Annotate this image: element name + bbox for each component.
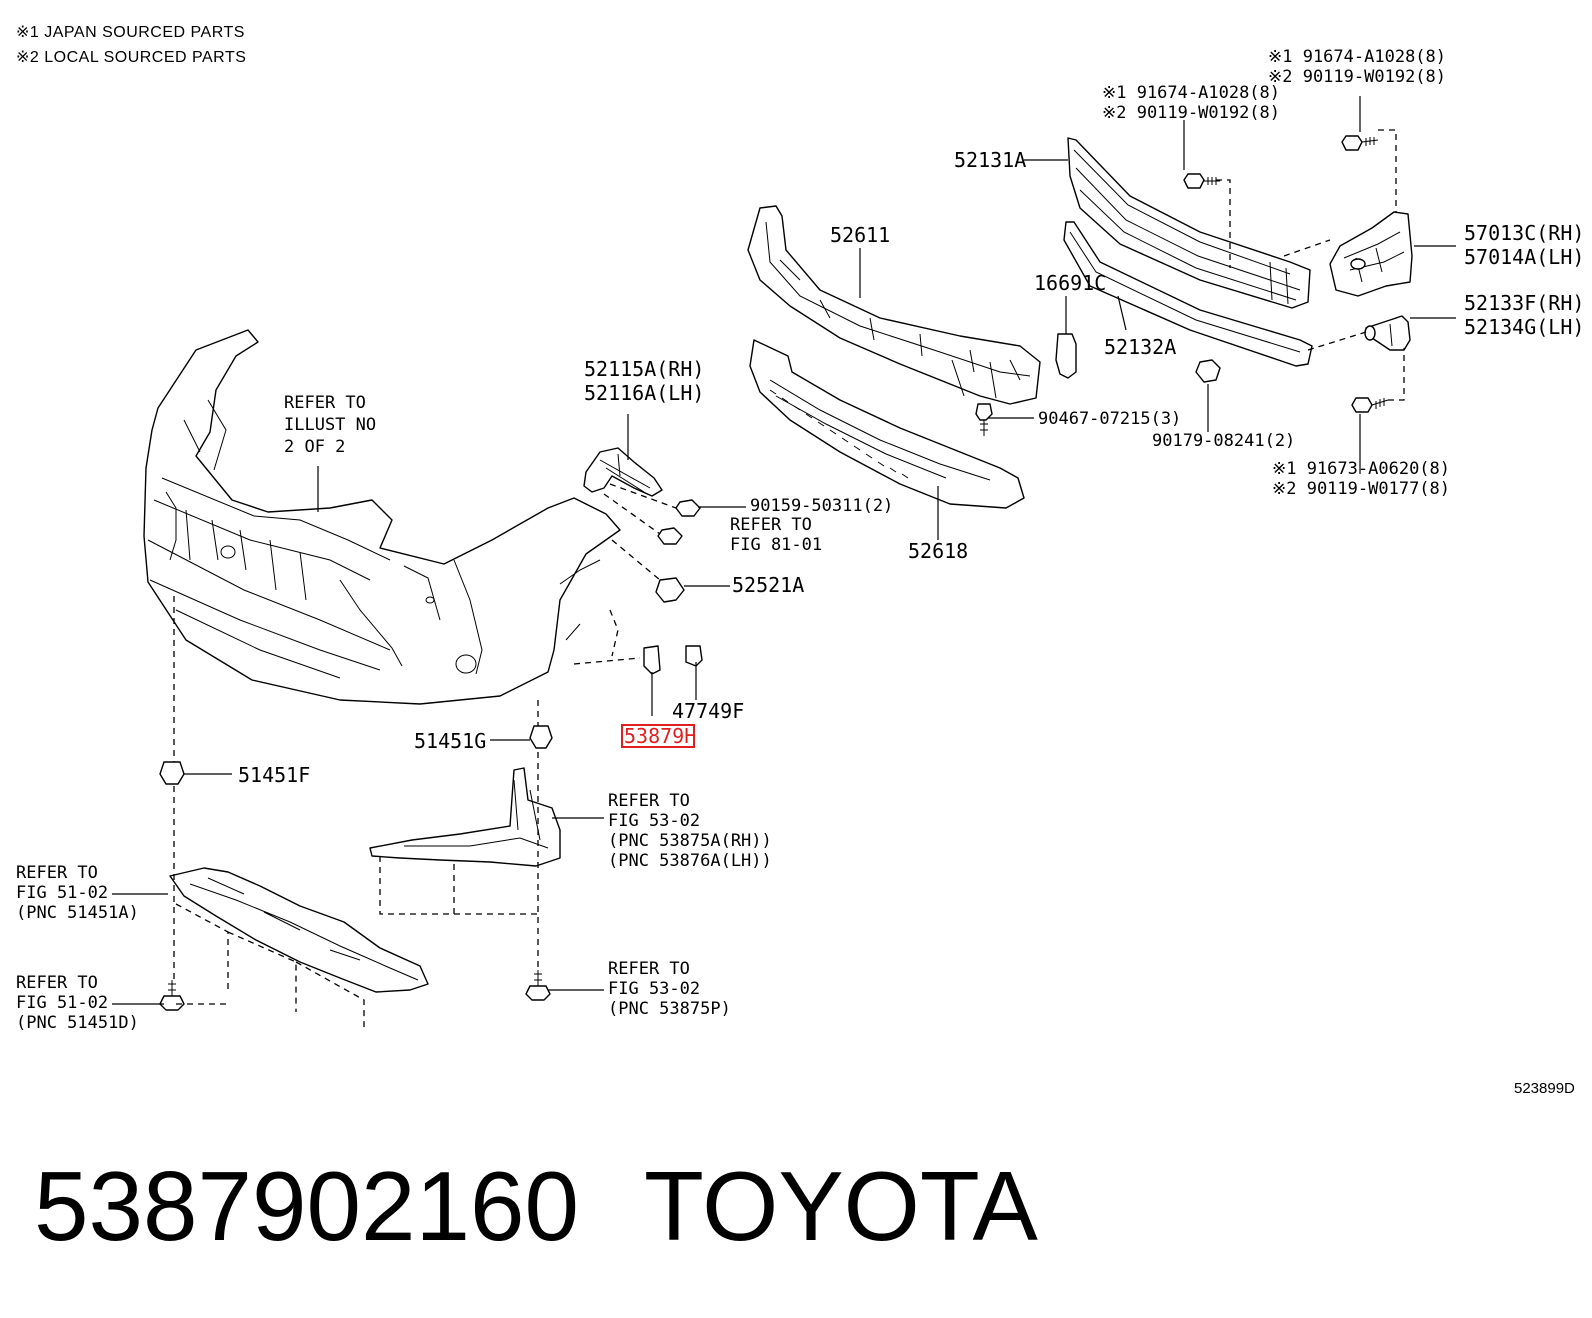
bumper-cover-drawing xyxy=(143,329,621,705)
label-16691C: 16691C xyxy=(1034,271,1106,295)
ref-fig51a-2: FIG 51-02 xyxy=(16,883,108,903)
bolt-upper-drawing xyxy=(1183,135,1389,413)
label-90159: 90159-50311(2) xyxy=(750,496,893,516)
bumper-reinforcement-drawing xyxy=(1067,137,1311,309)
ref-fig53p-3: (PNC 53875P) xyxy=(608,999,731,1019)
label-90179: 90179-08241(2) xyxy=(1152,431,1295,451)
label-51451G: 51451G xyxy=(414,729,486,753)
footer-part-number: 5387902160 xyxy=(34,1151,579,1261)
ref-fig53p-2: FIG 53-02 xyxy=(608,979,700,999)
ref-fig51a-1: REFER TO xyxy=(16,863,98,883)
ref-fig53a-1: REFER TO xyxy=(608,791,690,811)
ref-fig53a-2: FIG 53-02 xyxy=(608,811,700,831)
label-52116A: 52116A(LH) xyxy=(584,381,704,405)
label-51451F: 51451F xyxy=(238,763,310,787)
assembly-dashed-lines xyxy=(173,129,1405,1030)
diagram-id: 523899D xyxy=(1514,1080,1575,1097)
label-bolt-b-1: ※1 91674-A1028(8) xyxy=(1268,47,1446,67)
ref-illust-1: REFER TO xyxy=(284,393,366,413)
label-52131A: 52131A xyxy=(954,148,1026,172)
ref-fig51d-3: (PNC 51451D) xyxy=(16,1013,139,1033)
ref-fig51a-3: (PNC 51451A) xyxy=(16,903,139,923)
legend-note-japan: ※1 JAPAN SOURCED PARTS xyxy=(16,24,245,41)
highlight-box xyxy=(621,724,695,748)
label-57013C: 57013C(RH) xyxy=(1464,221,1584,245)
legend-note-local: ※2 LOCAL SOURCED PARTS xyxy=(16,49,246,66)
ref-fig53p-1: REFER TO xyxy=(608,959,690,979)
label-90467: 90467-07215(3) xyxy=(1038,409,1181,429)
label-47749F: 47749F xyxy=(672,699,744,723)
screws-drawing xyxy=(643,499,703,675)
label-bolt-c-2: ※2 90119-W0177(8) xyxy=(1272,479,1450,499)
ref-fig51d-2: FIG 51-02 xyxy=(16,993,108,1013)
label-52611: 52611 xyxy=(830,223,890,247)
clips-drawing xyxy=(159,725,553,785)
label-52134G: 52134G(LH) xyxy=(1464,315,1584,339)
energy-absorber-drawing xyxy=(747,205,1041,405)
label-bolt-c-1: ※1 91673-A0620(8) xyxy=(1272,459,1450,479)
label-bolt-b-2: ※2 90119-W0192(8) xyxy=(1268,67,1446,87)
ref-fig53a-4: (PNC 53876A(LH)) xyxy=(608,851,772,871)
label-bolt-a-1: ※1 91674-A1028(8) xyxy=(1102,83,1280,103)
nut-and-clip-drawing xyxy=(975,333,1221,436)
ref-fig81-1: REFER TO xyxy=(730,515,812,535)
side-retainer-drawing xyxy=(583,447,663,497)
ref-illust-3: 2 OF 2 xyxy=(284,437,345,457)
lower-reinforcement-drawing xyxy=(1063,221,1313,367)
label-52132A: 52132A xyxy=(1104,335,1176,359)
ref-fig53a-3: (PNC 53875A(RH)) xyxy=(608,831,772,851)
label-57014A: 57014A(LH) xyxy=(1464,245,1584,269)
ref-fig51d-1: REFER TO xyxy=(16,973,98,993)
ref-fig81-2: FIG 81-01 xyxy=(730,535,822,555)
leader-lines xyxy=(112,96,1456,1005)
label-53879H: 53879H xyxy=(624,724,696,748)
label-52521A: 52521A xyxy=(732,573,804,597)
engine-under-cover-drawing xyxy=(169,867,429,993)
highlighted-part-53879H[interactable]: 53879H xyxy=(621,724,696,748)
ref-illust-2: ILLUST NO xyxy=(284,415,376,435)
label-52115A: 52115A(RH) xyxy=(584,357,704,381)
side-under-cover-drawing xyxy=(369,767,561,867)
label-52133F: 52133F(RH) xyxy=(1464,291,1584,315)
label-52618: 52618 xyxy=(908,539,968,563)
lower-bolts-drawing xyxy=(159,970,551,1011)
lower-absorber-drawing xyxy=(749,339,1025,509)
stay-bracket-drawing xyxy=(1364,315,1411,351)
side-bracket-drawing xyxy=(1329,211,1413,297)
label-bolt-a-2: ※2 90119-W0192(8) xyxy=(1102,103,1280,123)
footer-brand: TOYOTA xyxy=(644,1151,1039,1261)
